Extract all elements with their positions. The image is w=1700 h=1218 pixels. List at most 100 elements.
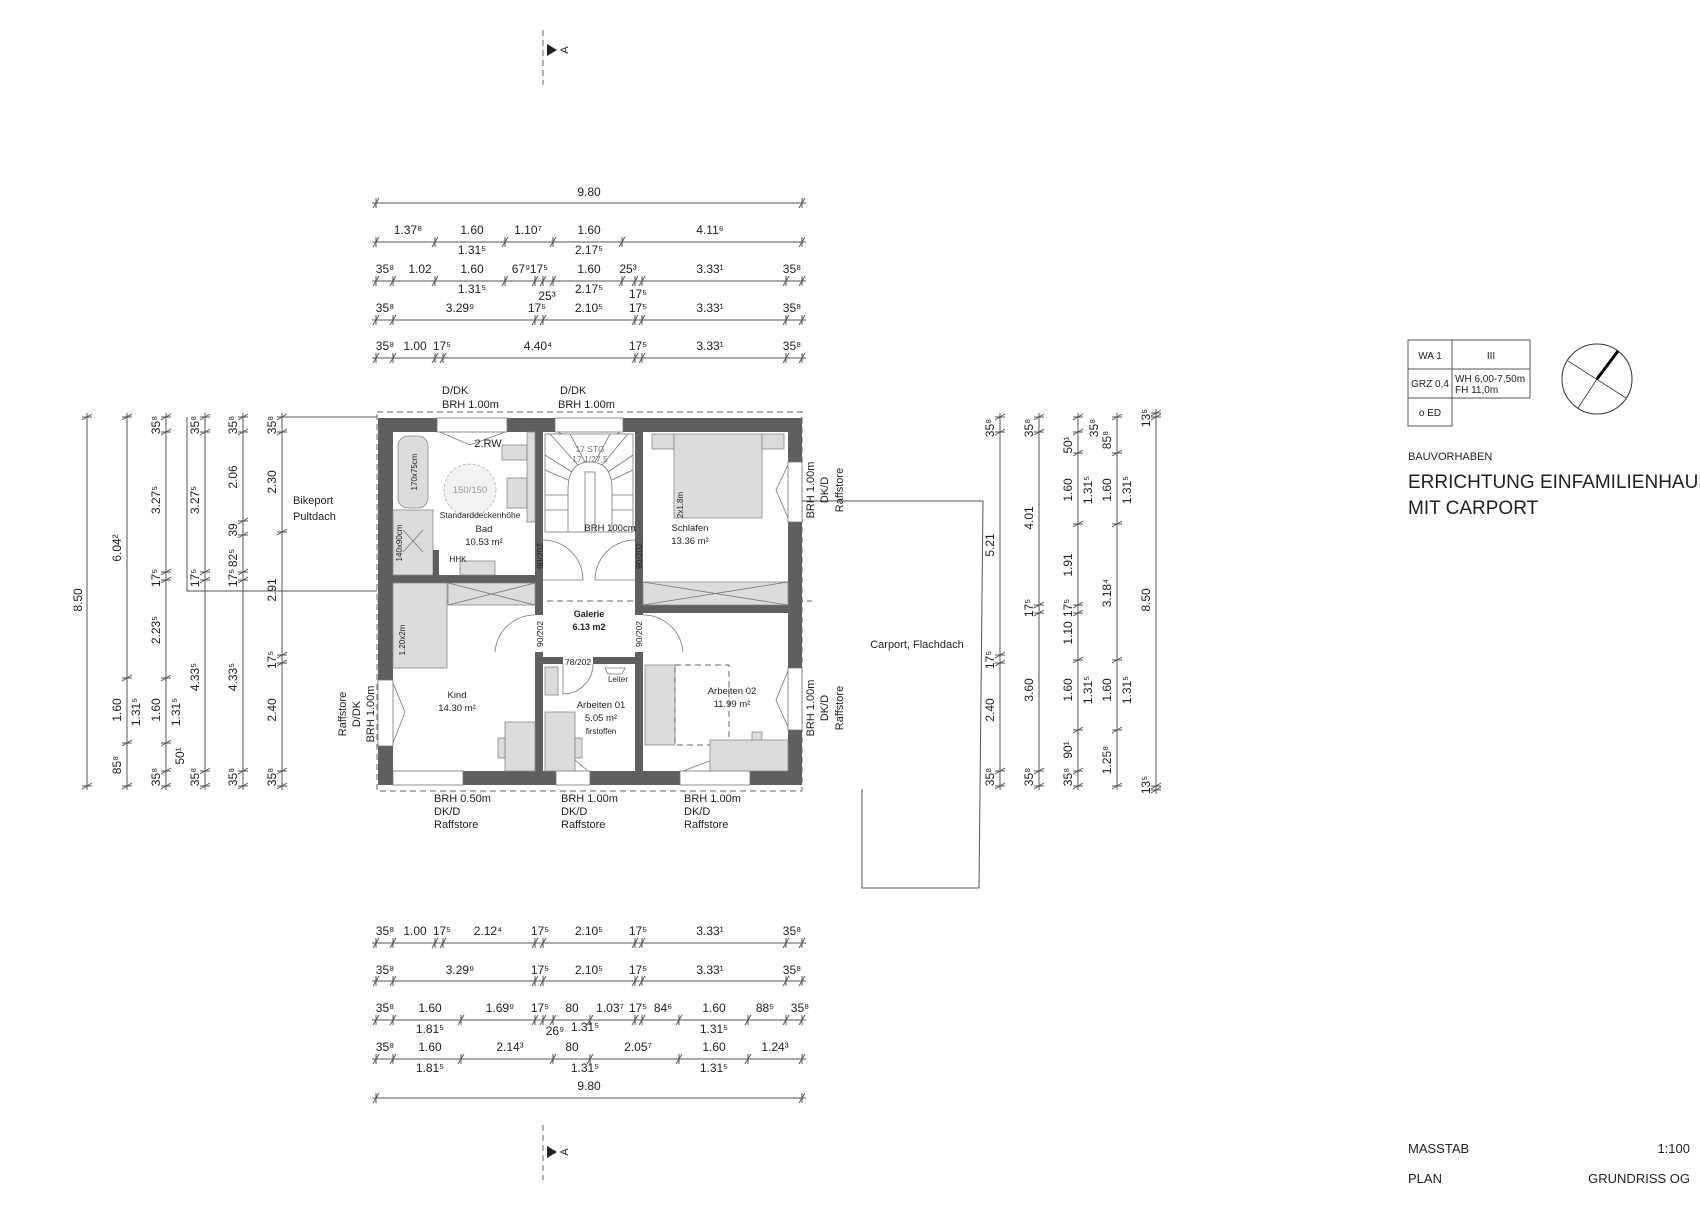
dimension-label: 3.33¹ xyxy=(696,301,723,315)
dimension-label: 8.50 xyxy=(1139,588,1153,612)
window-sill-height: BRH 1.00m xyxy=(442,399,499,411)
dimension-label: 3.29⁹ xyxy=(446,963,475,977)
door-size-label: 90/202 xyxy=(535,543,545,569)
dimension-label: 1.31⁵ xyxy=(1081,676,1095,704)
room-area-arbeiten02: 11.99 m² xyxy=(714,699,751,710)
dimension-label: 2.40 xyxy=(983,698,997,722)
dimension-label: 1.60 xyxy=(418,1001,442,1015)
dimension-label: 1.91 xyxy=(1061,553,1075,577)
door-size-label: 90/202 xyxy=(634,621,644,647)
carport-label: Carport, Flachdach xyxy=(870,639,964,651)
dimension-label: 35⁸ xyxy=(783,924,801,938)
dimension-label: 13⁵ xyxy=(1139,776,1153,794)
dimension-label: 17⁵ xyxy=(629,287,647,301)
dimension-label: 1.31⁵ xyxy=(700,1061,728,1075)
dimension-label: 17⁵ xyxy=(226,569,240,587)
dimension-label: 1.37⁸ xyxy=(394,223,422,237)
dimension-label: 1.60 xyxy=(1100,478,1114,502)
dimension-label: 90¹ xyxy=(1061,741,1075,758)
plan-label: PLAN xyxy=(1408,1171,1442,1186)
window-type: DK/D xyxy=(819,695,831,721)
window-shade: Raffstore xyxy=(684,819,728,831)
dimension-label: 35⁸ xyxy=(783,339,801,353)
dimension-label: 35⁸ xyxy=(149,768,163,786)
dimension-label: 35⁸ xyxy=(1087,419,1101,437)
dimension-label: 17⁵ xyxy=(528,301,546,315)
dimension-label: 35⁸ xyxy=(265,768,279,786)
section-label: A xyxy=(559,46,571,54)
bad-ceiling-note: Standarddeckenhöhe xyxy=(440,510,521,520)
dimension-label: 1.60 xyxy=(577,262,601,276)
dimension-label: 35⁸ xyxy=(376,963,394,977)
dimension-label: 17⁵ xyxy=(433,924,451,938)
dimension-label: 2.12⁴ xyxy=(474,924,503,938)
dimension-label: 2.17⁵ xyxy=(575,243,603,257)
dimension-chains: 9.801.37⁸1.601.10⁷1.604.11⁶1.31⁵2.17⁵35⁸… xyxy=(71,185,1161,1103)
dimension-label: 84⁶ xyxy=(654,1001,672,1015)
dimension-label: 3.29⁹ xyxy=(446,301,475,315)
project-subtitle: MIT CARPORT xyxy=(1408,498,1539,519)
dimension-label: 1.60 xyxy=(418,1040,442,1054)
dimension-label: 1.81⁵ xyxy=(416,1061,444,1075)
dimension-label: 2.10⁵ xyxy=(575,301,603,315)
dimension-label: 2.91 xyxy=(265,578,279,602)
dimension-label: 2.10⁵ xyxy=(575,963,603,977)
dimension-label: 35⁸ xyxy=(983,419,997,437)
dimension-label: 17⁵ xyxy=(983,651,997,669)
stairs-steps: 17 STG xyxy=(575,444,604,454)
room-area-schlafen: 13.36 m² xyxy=(671,536,709,547)
dimension-label: 35⁸ xyxy=(783,963,801,977)
stairs-ratio: 17,1/27,5 xyxy=(572,454,608,464)
dimension-label: 1.31⁵ xyxy=(129,698,143,726)
dimension-label: 50¹ xyxy=(1061,436,1075,453)
dimension-label: 6.04² xyxy=(110,534,124,561)
window-stairs xyxy=(555,418,623,432)
dimension-label: 4.33⁵ xyxy=(226,663,240,691)
bed-size-label: 1.20x2m xyxy=(398,624,407,655)
zoning-storeys: III xyxy=(1487,351,1495,362)
dimension-label: 1.60 xyxy=(702,1001,726,1015)
dimension-label: 80 xyxy=(565,1040,579,1054)
dimension-label: 1.02 xyxy=(408,262,432,276)
dimension-label: 1.25⁸ xyxy=(1100,746,1114,774)
dimension-label: 1.60 xyxy=(460,262,484,276)
dimension-label: 1.60 xyxy=(1061,478,1075,502)
room-area-bad: 10.53 m² xyxy=(465,537,503,548)
section-label: A xyxy=(559,1148,571,1156)
building: 2.RW 150/150 Standarddeckenhöhe Bad 10.5… xyxy=(377,412,812,791)
window-sill-height: BRH 1.00m xyxy=(558,399,615,411)
dimension-label: 3.27⁵ xyxy=(149,486,163,514)
section-marker-top: A xyxy=(543,30,571,85)
window-sill-height: BRH 0.50m xyxy=(434,793,491,805)
bed-size-label: 2x1.8m xyxy=(676,492,685,519)
dimension-label: 82⁵ xyxy=(226,549,240,567)
dimension-label: 50¹ xyxy=(173,747,187,764)
dimension-label: 1.10 xyxy=(1061,621,1075,645)
dimension-label: 1.60 xyxy=(1061,678,1075,702)
dimension-label: 1.03⁷ xyxy=(596,1001,624,1015)
dimension-label: 1.10⁷ xyxy=(514,223,542,237)
dimension-label: 3.27⁵ xyxy=(188,486,202,514)
dimension-label: 35⁸ xyxy=(783,301,801,315)
window-sill-height: BRH 1.00m xyxy=(684,793,741,805)
dimension-label: 35⁸ xyxy=(265,416,279,434)
dimension-label: 17⁵ xyxy=(629,1001,647,1015)
dimension-label: 35⁸ xyxy=(226,416,240,434)
dimension-label: 2.06 xyxy=(226,465,240,489)
dimension-label: 35⁸ xyxy=(376,339,394,353)
dimension-label: 17⁵ xyxy=(531,1001,549,1015)
dimension-label: 88⁵ xyxy=(756,1001,774,1015)
dimension-label: 1.31⁵ xyxy=(1081,476,1095,504)
dimension-label: 85⁸ xyxy=(110,756,124,774)
section-arrow-icon xyxy=(547,44,557,56)
dimension-label: 35⁸ xyxy=(791,1001,809,1015)
dimension-label: 35⁸ xyxy=(376,262,394,276)
dimension-label: 35⁸ xyxy=(783,262,801,276)
dimension-label: 1.31⁵ xyxy=(700,1022,728,1036)
dimension-label: 1.31⁵ xyxy=(1120,476,1134,504)
dimension-label: 35⁸ xyxy=(1022,768,1036,786)
scale-label: MASSTAB xyxy=(1408,1141,1469,1156)
window-sill-height: BRH 1.00m xyxy=(805,680,817,737)
dimension-label: 35⁸ xyxy=(149,416,163,434)
north-arrow-icon xyxy=(1562,344,1632,414)
